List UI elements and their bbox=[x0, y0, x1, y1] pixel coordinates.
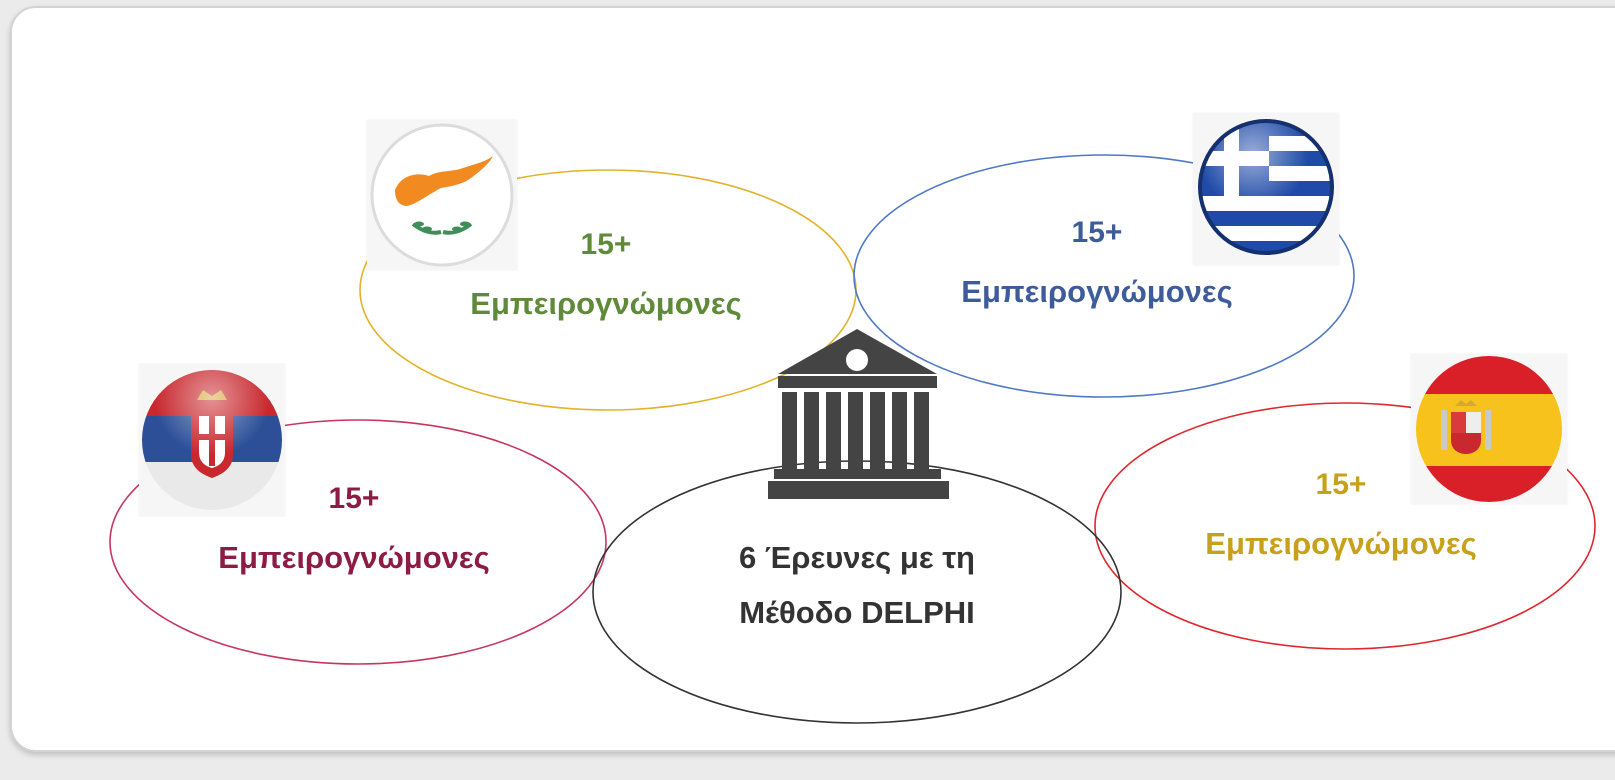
greece-ellipse bbox=[853, 154, 1355, 398]
serbia-count: 15+ bbox=[329, 482, 380, 515]
cyprus-count: 15+ bbox=[581, 228, 632, 261]
serbia-label: Εμπειρογνώμονες bbox=[218, 540, 489, 575]
cyprus-label: Εμπειρογνώμονες bbox=[470, 286, 741, 321]
greece-count: 15+ bbox=[1072, 216, 1123, 249]
cyprus-flag-icon bbox=[367, 120, 517, 270]
spain-flag-icon bbox=[1411, 354, 1567, 504]
spain-label: Εμπειρογνώμονες bbox=[1205, 526, 1476, 561]
center-title-line1: 6 Έρευνες με τη bbox=[739, 540, 975, 575]
institution-icon bbox=[768, 329, 949, 499]
greece-flag-icon bbox=[1193, 113, 1339, 265]
center-ellipse bbox=[592, 460, 1122, 724]
serbia-ellipse bbox=[109, 419, 607, 665]
spain-count: 15+ bbox=[1316, 468, 1367, 501]
greece-label: Εμπειρογνώμονες bbox=[961, 274, 1232, 309]
center-title-line2: Μέθοδο DELPHI bbox=[739, 595, 975, 630]
serbia-flag-icon bbox=[139, 364, 285, 516]
spain-ellipse bbox=[1094, 402, 1596, 650]
